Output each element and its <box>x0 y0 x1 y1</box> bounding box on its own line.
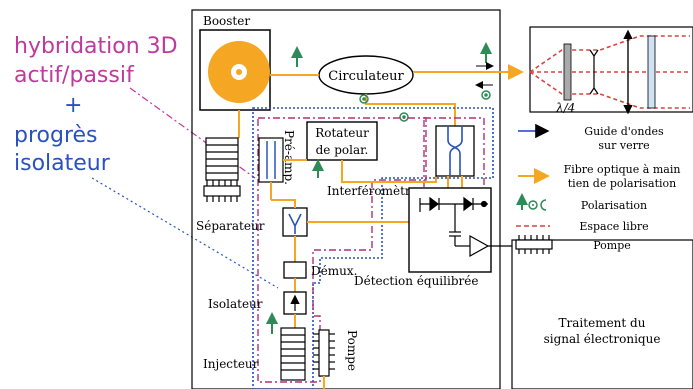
injector-label: Injecteur <box>203 357 259 371</box>
lambda4-label: λ/4 <box>555 101 575 115</box>
separator-waveguide <box>288 213 302 234</box>
rotator-label-line1: Rotateur <box>315 126 369 140</box>
free-space-beam <box>529 35 690 109</box>
rotator-box <box>306 121 378 161</box>
demux-box <box>283 261 307 279</box>
legend-polarisation-label: Polarisation <box>581 199 647 212</box>
legend-waveguide-line1: Guide d'ondes <box>584 125 664 138</box>
pump-vertical-label: Pompe <box>345 330 359 371</box>
signal-processing-line2: signal électronique <box>544 332 661 346</box>
booster-label: Booster <box>203 14 250 28</box>
fiber-rotator-interferometer <box>341 160 437 183</box>
circulator-label: Circulateur <box>328 69 404 84</box>
preamp-box <box>258 137 284 183</box>
interferometer-box <box>435 125 475 177</box>
photodiode-circuit-icon <box>419 196 512 258</box>
balanced-detection-label: Détection équilibrée <box>354 274 478 288</box>
legend-pump-label: Pompe <box>593 239 631 252</box>
polarisation-circle-3 <box>481 90 491 100</box>
free-space-optics-box <box>529 26 693 113</box>
fiber-preamp-separator-2 <box>271 199 296 208</box>
waveplate-lambda4 <box>563 43 572 101</box>
interferometer-waveguide-b <box>449 126 463 176</box>
annotation-hybrid-line2: actif/passif <box>14 63 135 88</box>
isolator-pointer-line <box>91 177 279 289</box>
hybrid-region-outline <box>257 117 427 383</box>
pump-comb-vertical <box>313 329 335 377</box>
legend-free-space-label: Espace libre <box>579 220 648 233</box>
balanced-detection-box <box>408 187 492 273</box>
legend-fiber-line2: tien de polarisation <box>568 177 676 190</box>
annotation-progress-line2: isolateur <box>14 151 111 176</box>
injector-block <box>280 327 306 381</box>
window-plate <box>647 35 656 109</box>
separator-box <box>282 207 308 237</box>
signal-processing-line1: Traitement du <box>559 316 646 330</box>
pump-left <box>205 137 239 181</box>
interferometer-label: Interféromètre <box>327 184 418 198</box>
preamp-label: Pré-amp. <box>282 130 296 185</box>
signal-processing-box <box>511 239 693 389</box>
pump-comb-left <box>203 180 241 202</box>
interferometer-waveguide-a <box>447 126 461 176</box>
chip-frame <box>191 9 501 389</box>
polarisation-circle-2 <box>399 112 409 122</box>
legend-waveguide-line2: sur verre <box>598 139 649 152</box>
separator-label: Séparateur <box>196 219 265 233</box>
polarisation-circle-1 <box>359 94 369 104</box>
lens-diverging-icon <box>589 49 599 95</box>
legend-pump-swatch <box>515 235 553 254</box>
legend-polarisation-swatch <box>516 193 547 211</box>
annotation-hybrid-line1: hybridation 3D <box>14 34 178 59</box>
annotation-plus: + <box>64 93 82 118</box>
rotator-label-line2: de polar. <box>316 143 369 157</box>
legend-fiber-line1: Fibre optique à main <box>564 163 681 176</box>
demux-label: Démux. <box>311 264 357 278</box>
fiber-circulator-interferometer <box>365 94 456 126</box>
isolator-label: Isolateur <box>208 297 263 311</box>
annotation-progress-line1: progrès <box>14 123 98 148</box>
booster-coil-center <box>236 69 242 75</box>
